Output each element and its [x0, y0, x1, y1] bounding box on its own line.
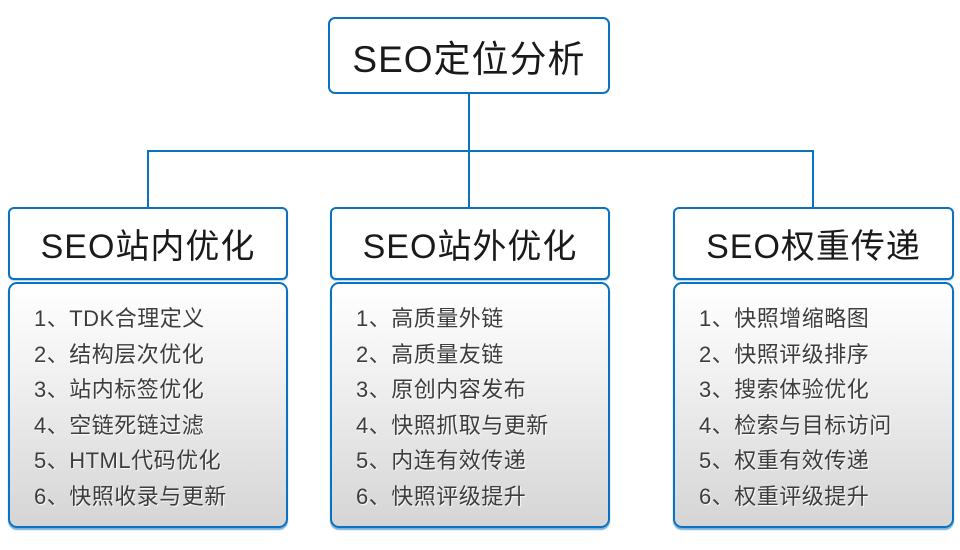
list-item: 6、快照评级提升 [356, 483, 527, 509]
branch-weight-header: SEO权重传递 [673, 207, 954, 280]
list-item: 3、搜索体验优化 [699, 377, 870, 402]
branch-offsite-title: SEO站外优化 [362, 228, 578, 266]
list-item: 6、快照收录与更新 [34, 483, 227, 509]
connector-root-stem [468, 93, 470, 151]
connector-drop-middle [468, 150, 470, 208]
branch-offsite-header: SEO站外优化 [330, 207, 610, 280]
root-node: SEO定位分析 [328, 17, 610, 94]
branch-onsite-list: 1、TDK合理定义 2、结构层次优化 3、站内标签优化 4、空链死链过滤 5、H… [8, 282, 288, 528]
list-item: 5、HTML代码优化 [34, 448, 222, 473]
branch-onsite-header: SEO站内优化 [8, 207, 288, 280]
list-item: 5、权重有效传递 [699, 448, 870, 473]
list-item: 2、快照评级排序 [699, 341, 870, 367]
list-item: 4、空链死链过滤 [34, 412, 205, 438]
list-item: 4、检索与目标访问 [699, 412, 892, 438]
branch-offsite-list: 1、高质量外链 2、高质量友链 3、原创内容发布 4、快照抓取与更新 5、内连有… [330, 282, 610, 528]
list-item: 3、原创内容发布 [356, 377, 527, 402]
root-node-title: SEO定位分析 [352, 38, 586, 80]
branch-onsite-optimization: SEO站内优化 1、TDK合理定义 2、结构层次优化 3、站内标签优化 4、空链… [8, 207, 288, 528]
branch-weight-title: SEO权重传递 [706, 228, 921, 266]
branch-weight-list: 1、快照增缩略图 2、快照评级排序 3、搜索体验优化 4、检索与目标访问 5、权… [673, 282, 954, 528]
list-item: 1、高质量外链 [356, 306, 504, 331]
connector-drop-left [147, 150, 149, 208]
list-item: 1、TDK合理定义 [34, 306, 205, 331]
list-item: 2、高质量友链 [356, 341, 504, 367]
list-item: 3、站内标签优化 [34, 377, 205, 402]
branch-weight-transfer: SEO权重传递 1、快照增缩略图 2、快照评级排序 3、搜索体验优化 4、检索与… [673, 207, 954, 528]
list-item: 6、权重评级提升 [699, 483, 870, 509]
list-item: 5、内连有效传递 [356, 448, 527, 473]
branch-offsite-optimization: SEO站外优化 1、高质量外链 2、高质量友链 3、原创内容发布 4、快照抓取与… [330, 207, 610, 528]
list-item: 4、快照抓取与更新 [356, 412, 549, 438]
list-item: 1、快照增缩略图 [699, 306, 870, 331]
list-item: 2、结构层次优化 [34, 341, 205, 367]
connector-drop-right [812, 150, 814, 208]
connector-rail [147, 150, 814, 152]
branch-onsite-title: SEO站内优化 [40, 228, 256, 266]
